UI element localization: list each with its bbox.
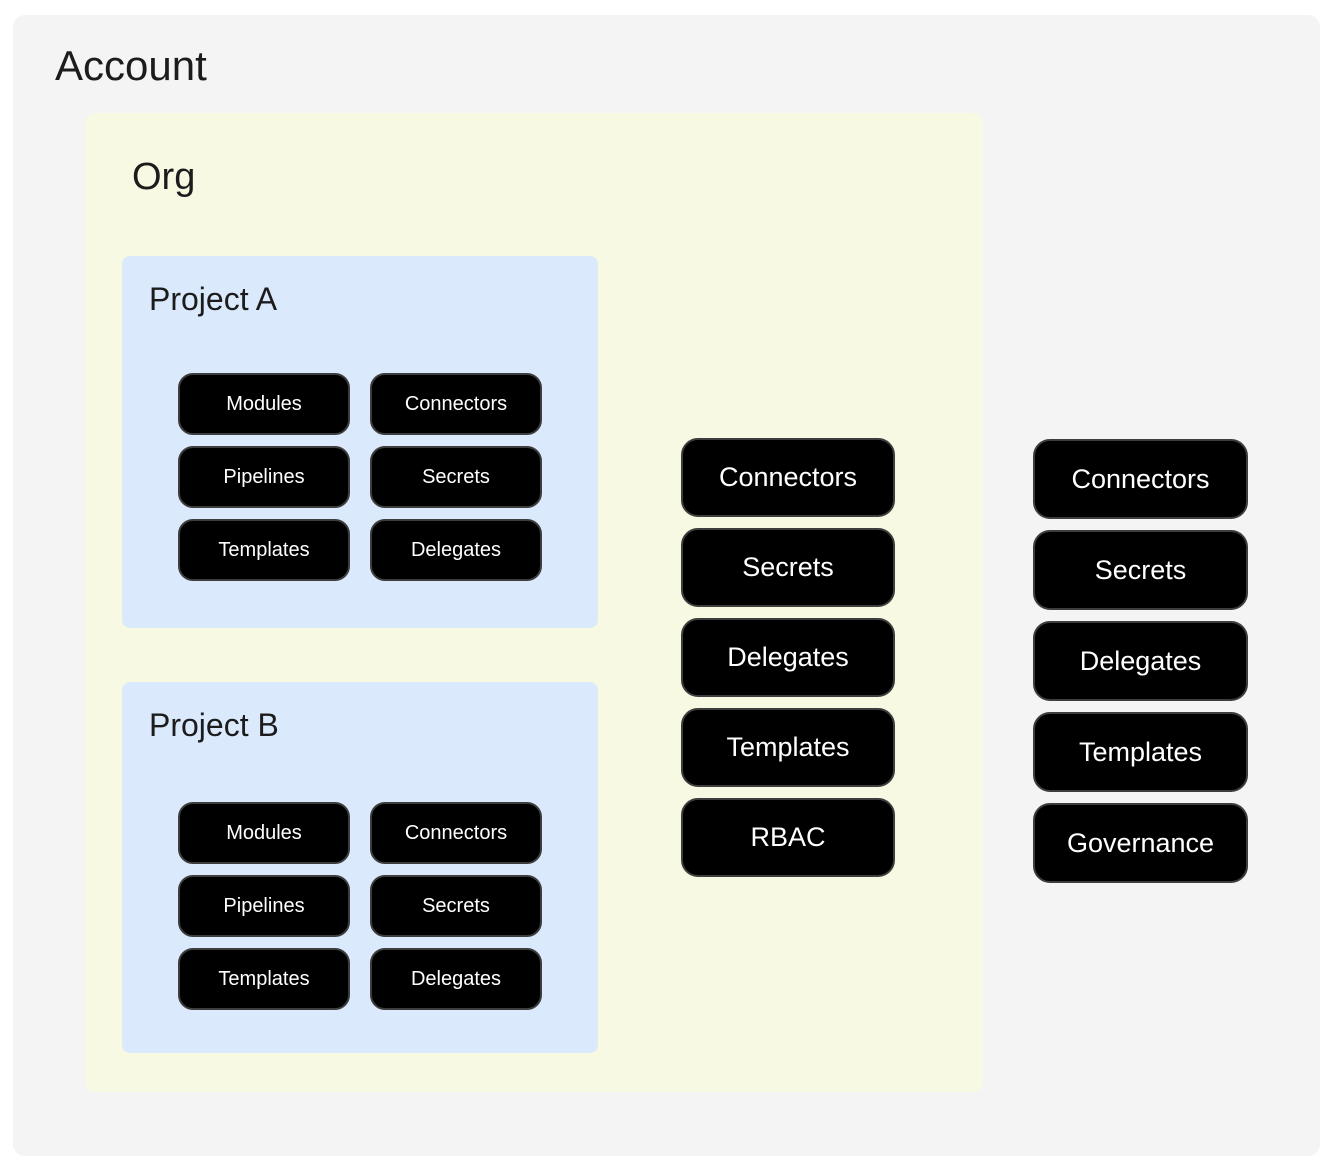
- chip-governance: Governance: [1033, 803, 1248, 883]
- chip-connectors: Connectors: [1033, 439, 1248, 519]
- account-container: Account Org Project A Modules Connectors…: [13, 15, 1320, 1156]
- chip-modules: Modules: [178, 373, 350, 435]
- chip-secrets: Secrets: [370, 875, 542, 937]
- org-title: Org: [132, 156, 196, 198]
- project-b-title: Project B: [149, 707, 279, 743]
- chip-delegates: Delegates: [681, 618, 895, 697]
- chip-connectors: Connectors: [370, 802, 542, 864]
- chip-pipelines: Pipelines: [178, 875, 350, 937]
- chip-connectors: Connectors: [370, 373, 542, 435]
- chip-templates: Templates: [1033, 712, 1248, 792]
- project-a-resource-grid: Modules Connectors Pipelines Secrets Tem…: [178, 373, 542, 581]
- chip-templates: Templates: [178, 948, 350, 1010]
- chip-templates: Templates: [178, 519, 350, 581]
- project-a-title: Project A: [149, 281, 278, 317]
- chip-delegates: Delegates: [1033, 621, 1248, 701]
- chip-pipelines: Pipelines: [178, 446, 350, 508]
- chip-modules: Modules: [178, 802, 350, 864]
- chip-templates: Templates: [681, 708, 895, 787]
- project-b-container: Project B Modules Connectors Pipelines S…: [122, 682, 598, 1053]
- chip-secrets: Secrets: [681, 528, 895, 607]
- org-container: Org Project A Modules Connectors Pipelin…: [85, 113, 983, 1092]
- chip-rbac: RBAC: [681, 798, 895, 877]
- project-a-container: Project A Modules Connectors Pipelines S…: [122, 256, 598, 628]
- chip-delegates: Delegates: [370, 519, 542, 581]
- org-capabilities-column: Connectors Secrets Delegates Templates R…: [681, 438, 895, 877]
- chip-delegates: Delegates: [370, 948, 542, 1010]
- chip-connectors: Connectors: [681, 438, 895, 517]
- chip-secrets: Secrets: [370, 446, 542, 508]
- account-capabilities-column: Connectors Secrets Delegates Templates G…: [1033, 439, 1248, 883]
- chip-secrets: Secrets: [1033, 530, 1248, 610]
- account-title: Account: [55, 42, 207, 89]
- project-b-resource-grid: Modules Connectors Pipelines Secrets Tem…: [178, 802, 542, 1010]
